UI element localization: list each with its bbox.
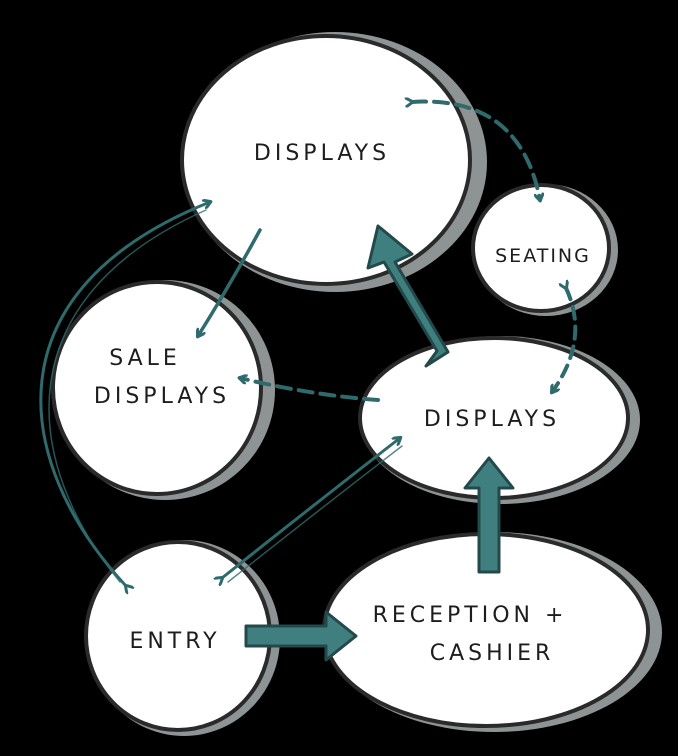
flow-arrow-seating-mid: [552, 288, 578, 392]
reception-label-line1: RECEPTION +: [373, 603, 568, 628]
reception-bubble: [322, 532, 662, 732]
seating-label: SEATING: [495, 245, 591, 267]
seating-bubble: [471, 183, 618, 316]
flow-arrow-entry-to-reception: [244, 610, 358, 662]
flow-arrow-left-loop: [39, 202, 210, 586]
entry-label: ENTRY: [129, 629, 220, 654]
flow-arrow-mid-to-top: [366, 224, 450, 368]
flow-arrow-mid-to-sale: [240, 378, 380, 402]
flow-arrow-entry-mid: [222, 438, 400, 578]
displays-mid-label: DISPLAYS: [424, 407, 560, 432]
flow-arrow-reception-to-mid: [463, 456, 515, 574]
sale-displays-label-line2: DISPLAYS: [94, 384, 230, 409]
reception-label-line2: CASHIER: [430, 641, 555, 666]
sale-displays-label-line1: SALE: [109, 346, 181, 371]
displays-top-label: DISPLAYS: [254, 141, 390, 166]
flow-arrow-left-loop-inner: [48, 209, 207, 583]
flow-arrow-top-seating: [412, 102, 540, 200]
flow-arrow-entry-mid-inner: [227, 445, 403, 583]
